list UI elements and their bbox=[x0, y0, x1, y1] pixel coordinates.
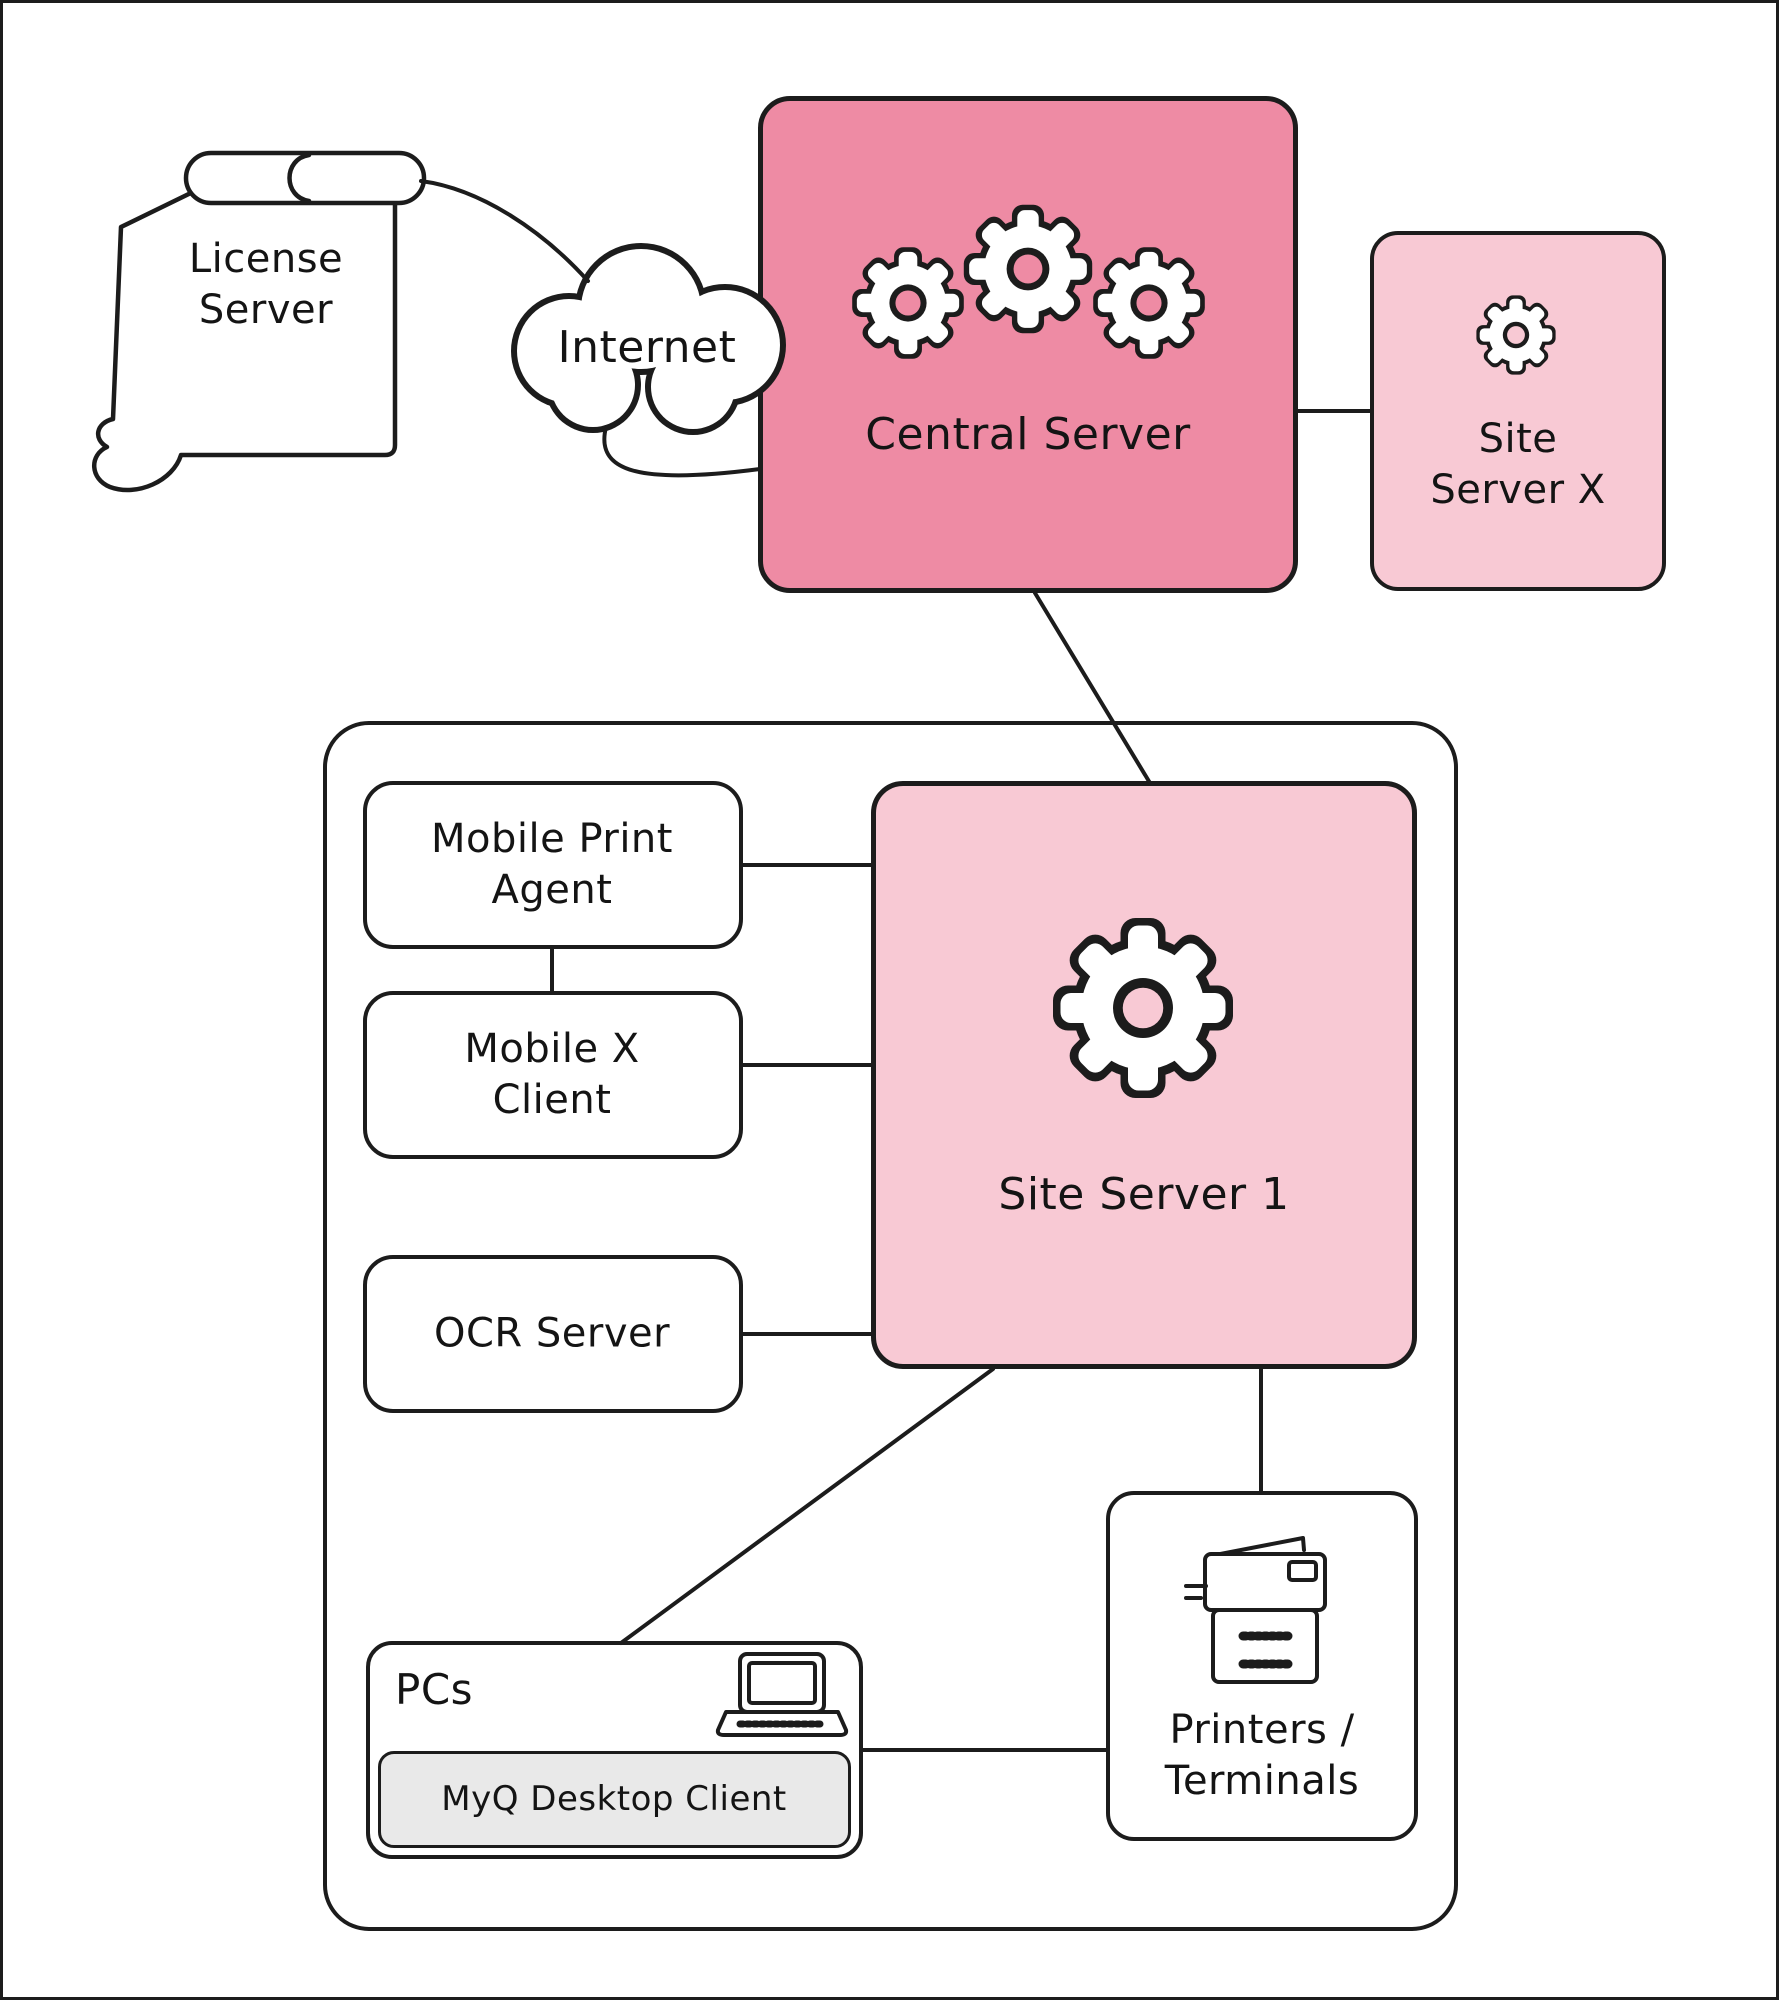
printers-terminals-node bbox=[1106, 1491, 1418, 1841]
license-scroll-icon bbox=[92, 150, 427, 493]
connector-internet-to-central bbox=[602, 425, 762, 478]
myq-desktop-client-node bbox=[378, 1751, 851, 1848]
mobile-print-agent-node bbox=[363, 781, 743, 949]
internet-label: Internet bbox=[557, 321, 737, 373]
ocr-server-node bbox=[363, 1255, 743, 1413]
connector-license-to-internet bbox=[419, 179, 590, 283]
cloud-icon bbox=[511, 243, 786, 435]
central-server-node bbox=[758, 96, 1298, 593]
license-server-label: License Server bbox=[188, 235, 344, 333]
site-server-x-node bbox=[1370, 231, 1666, 591]
mobile-x-client-node bbox=[363, 991, 743, 1159]
site-server-1-node bbox=[871, 781, 1417, 1369]
